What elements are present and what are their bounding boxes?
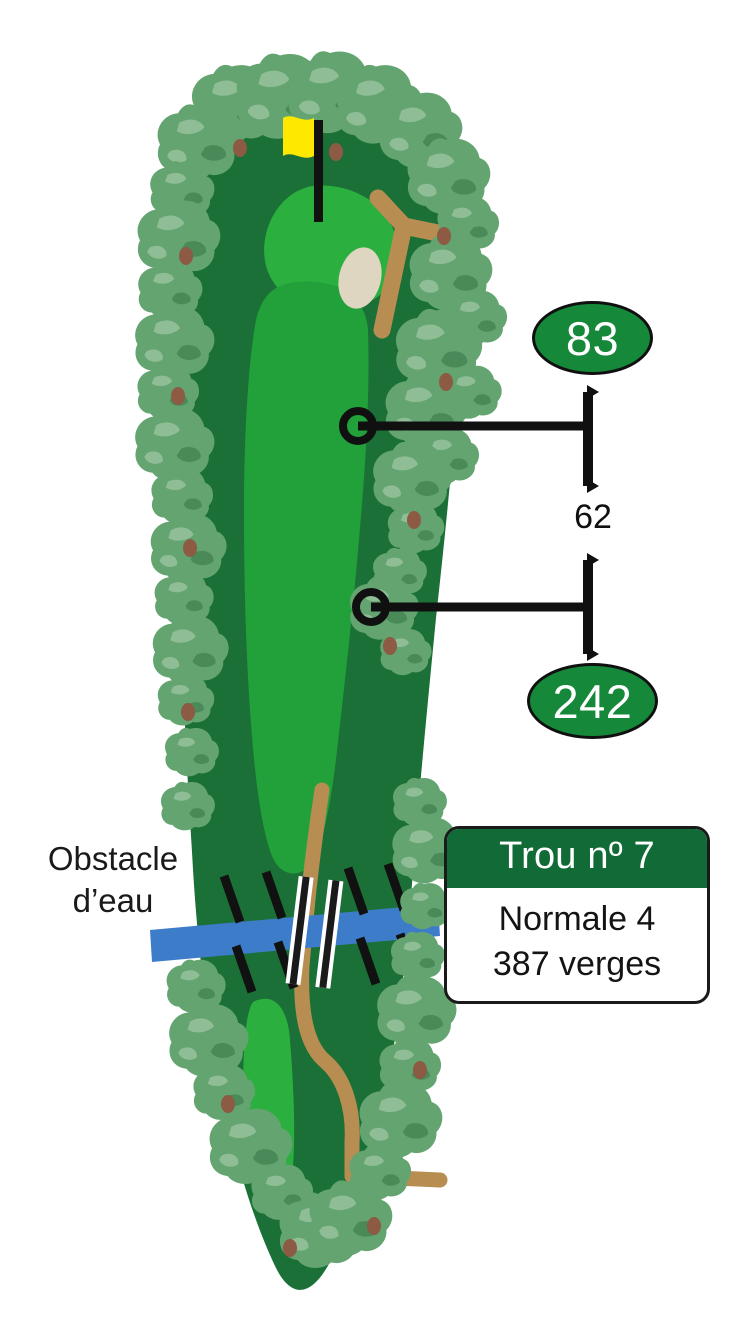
distance-badge-back: 242 bbox=[527, 663, 658, 739]
water-hazard-label: Obstacle d’eau bbox=[47, 840, 179, 920]
sand-bunker bbox=[338, 247, 382, 309]
golf-flag-icon bbox=[283, 116, 323, 222]
distance-marker-circle-icon bbox=[339, 407, 377, 445]
distance-badge-front: 83 bbox=[532, 301, 653, 375]
hole-title: Trou nº 7 bbox=[447, 829, 707, 888]
hole-length: 387 verges bbox=[492, 944, 662, 983]
fairway bbox=[244, 281, 369, 874]
distance-leader-lines bbox=[339, 407, 588, 626]
hole-par: Normale 4 bbox=[498, 900, 656, 938]
distance-marker-circle-icon bbox=[352, 588, 390, 626]
cart-path-lower bbox=[294, 782, 448, 1188]
distance-gap-label: 62 bbox=[574, 498, 612, 536]
hazard-bridge bbox=[285, 875, 344, 989]
hole-info-body: Normale 4 387 verges bbox=[447, 888, 707, 1001]
hole-info-card: Trou nº 7 Normale 4 387 verges bbox=[444, 826, 710, 1004]
